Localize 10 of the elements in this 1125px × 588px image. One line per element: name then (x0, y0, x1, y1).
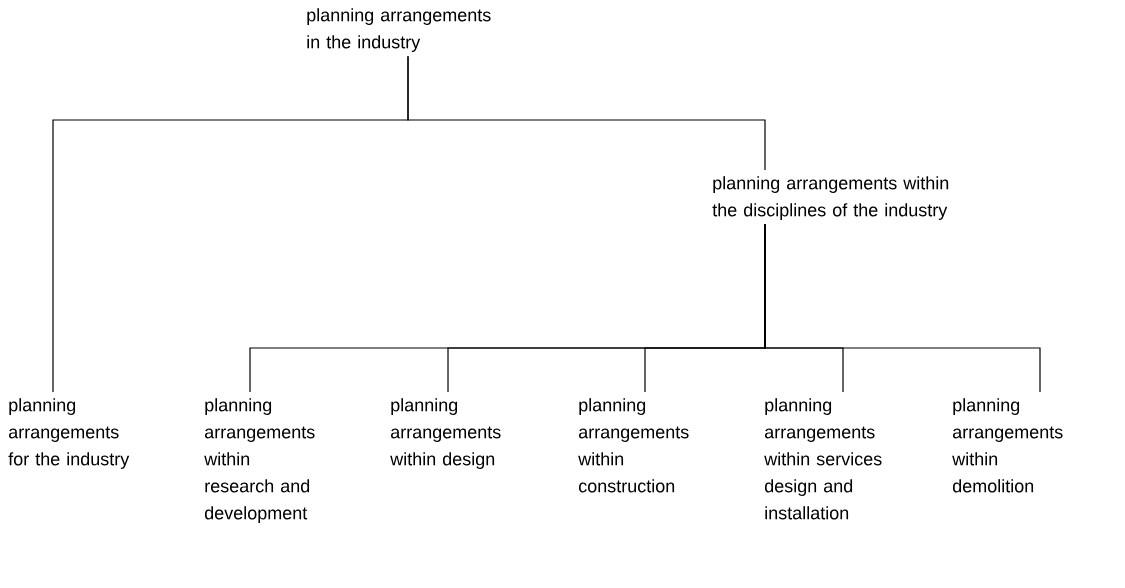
node-text: planning arrangements for the industry (8, 398, 130, 469)
node-text: planning arrangements within the disciplines of the industry (712, 176, 949, 220)
node-text: planning arrangements within construction (578, 398, 689, 493)
node-text: planning arrangements in the industry (307, 8, 491, 52)
connector-line (764, 223, 1041, 393)
connector-line (407, 55, 766, 171)
node-text: planning arrangements within demolition (952, 398, 1063, 493)
node-text: planning arrangements within design (390, 398, 501, 469)
node-text: planning arrangements within research and development (204, 398, 315, 523)
node-text: planning arrangements within services design and installation (764, 398, 882, 520)
